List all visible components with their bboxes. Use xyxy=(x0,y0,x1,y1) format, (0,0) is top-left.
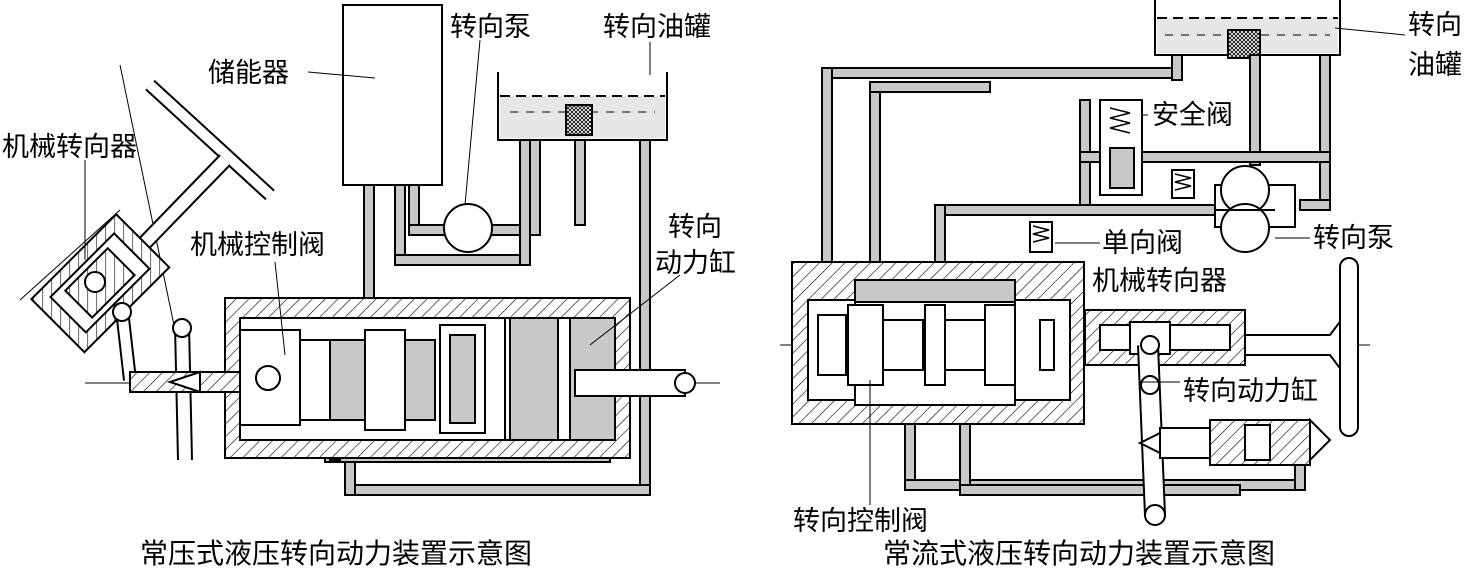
left-label-gear: 机械转向器 xyxy=(2,132,137,163)
left-label-cylinder-2: 动力缸 xyxy=(655,248,736,279)
right-label-gear: 机械转向器 xyxy=(1092,266,1227,297)
left-pump-circle xyxy=(443,203,493,253)
right-label-tank-1: 转向 xyxy=(1408,10,1462,41)
right-caption: 常流式液压转向动力装置示意图 xyxy=(883,537,1276,570)
left-label-cylinder-1: 转向 xyxy=(668,212,722,243)
left-label-valve: 机械控制阀 xyxy=(190,230,325,261)
left-diagram xyxy=(19,4,720,496)
right-wheel-hub xyxy=(1244,312,1346,378)
right-label-pump: 转向泵 xyxy=(1313,223,1394,254)
left-piston xyxy=(509,317,559,441)
right-steering-wheel xyxy=(1339,257,1359,437)
right-label-safety-valve: 安全阀 xyxy=(1152,100,1233,131)
right-label-cylinder: 转向动力缸 xyxy=(1183,376,1318,407)
left-label-pump: 转向泵 xyxy=(450,12,531,43)
left-rod xyxy=(574,369,686,397)
left-pipes xyxy=(324,139,651,496)
right-diagram xyxy=(780,0,1406,526)
left-label-tank: 转向油罐 xyxy=(603,12,711,43)
left-tank xyxy=(497,72,668,141)
right-label-tank-2: 油罐 xyxy=(1408,50,1462,81)
left-caption: 常压式液压转向动力装置示意图 xyxy=(140,537,533,570)
accumulator-box xyxy=(342,4,443,186)
right-label-control-valve: 转向控制阀 xyxy=(793,506,928,537)
left-tank-filter xyxy=(565,104,593,136)
right-tank xyxy=(1154,0,1341,59)
right-label-check-valve: 单向阀 xyxy=(1102,228,1183,259)
left-label-accumulator: 储能器 xyxy=(208,58,289,89)
